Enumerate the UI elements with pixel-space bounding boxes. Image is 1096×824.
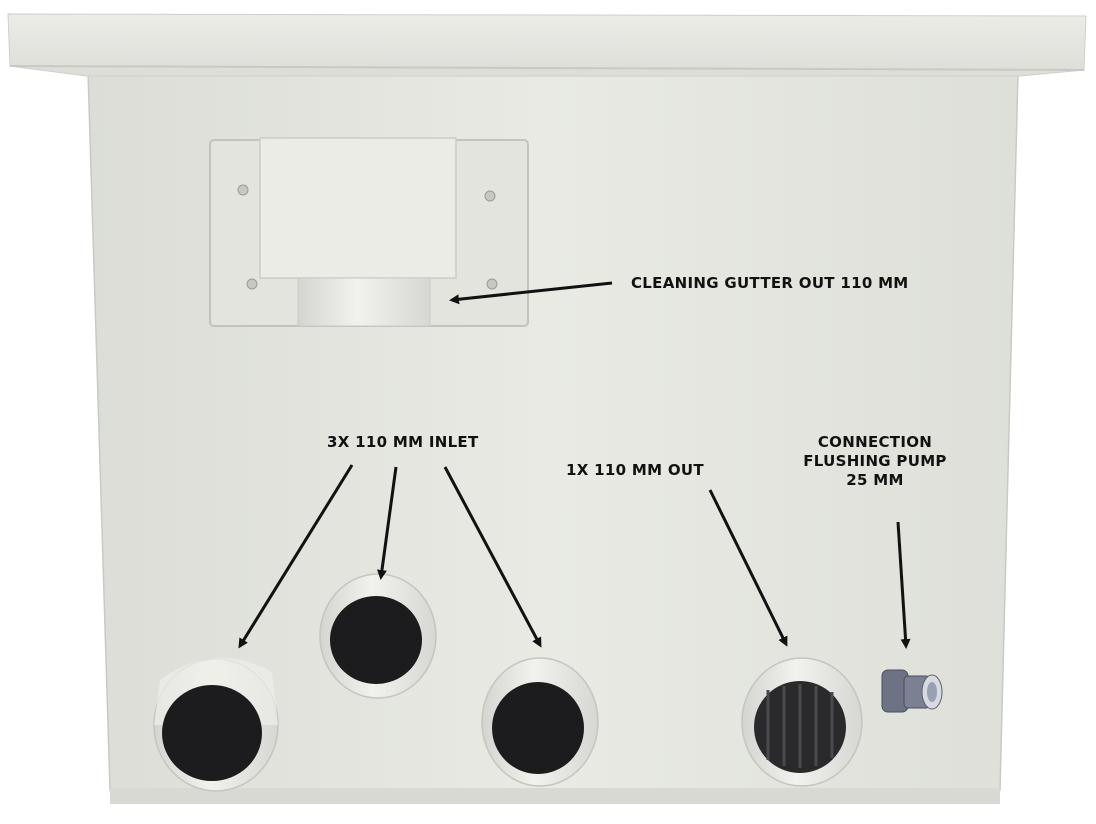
arrow-cleaning-gutter <box>449 281 613 305</box>
screw-icon <box>237 184 249 196</box>
label-flushing-line1: CONNECTION <box>817 433 933 451</box>
screw-icon <box>246 278 258 290</box>
outlet-pipe <box>741 657 863 787</box>
label-cleaning-gutter: CLEANING GUTTER OUT 110 MM <box>631 274 909 292</box>
label-outlet: 1X 110 MM OUT <box>566 461 704 479</box>
inlet-pipe-left <box>153 657 279 792</box>
label-flushing-line2: FLUSHING PUMP <box>803 452 947 470</box>
grille-icon <box>766 684 834 768</box>
screw-icon <box>486 278 498 290</box>
arrow-inlet-right <box>443 466 542 648</box>
arrow-outlet <box>708 489 788 647</box>
arrow-flushing-pump <box>896 521 911 649</box>
label-flushing-pump: CONNECTION FLUSHING PUMP 25 MM <box>790 433 960 490</box>
flushing-pump-connector <box>881 669 943 713</box>
arrow-inlet-middle <box>376 466 398 580</box>
inlet-pipe-middle <box>319 573 437 699</box>
callout-arrows <box>238 281 911 649</box>
label-flushing-line3: 25 MM <box>846 471 904 489</box>
arrow-inlet-left <box>238 464 354 649</box>
label-inlets: 3X 110 MM INLET <box>327 433 479 451</box>
inlet-pipe-right <box>481 657 599 787</box>
housing-lid <box>7 13 1087 77</box>
cleaning-gutter-outlet <box>209 137 529 327</box>
screw-icon <box>484 190 496 202</box>
